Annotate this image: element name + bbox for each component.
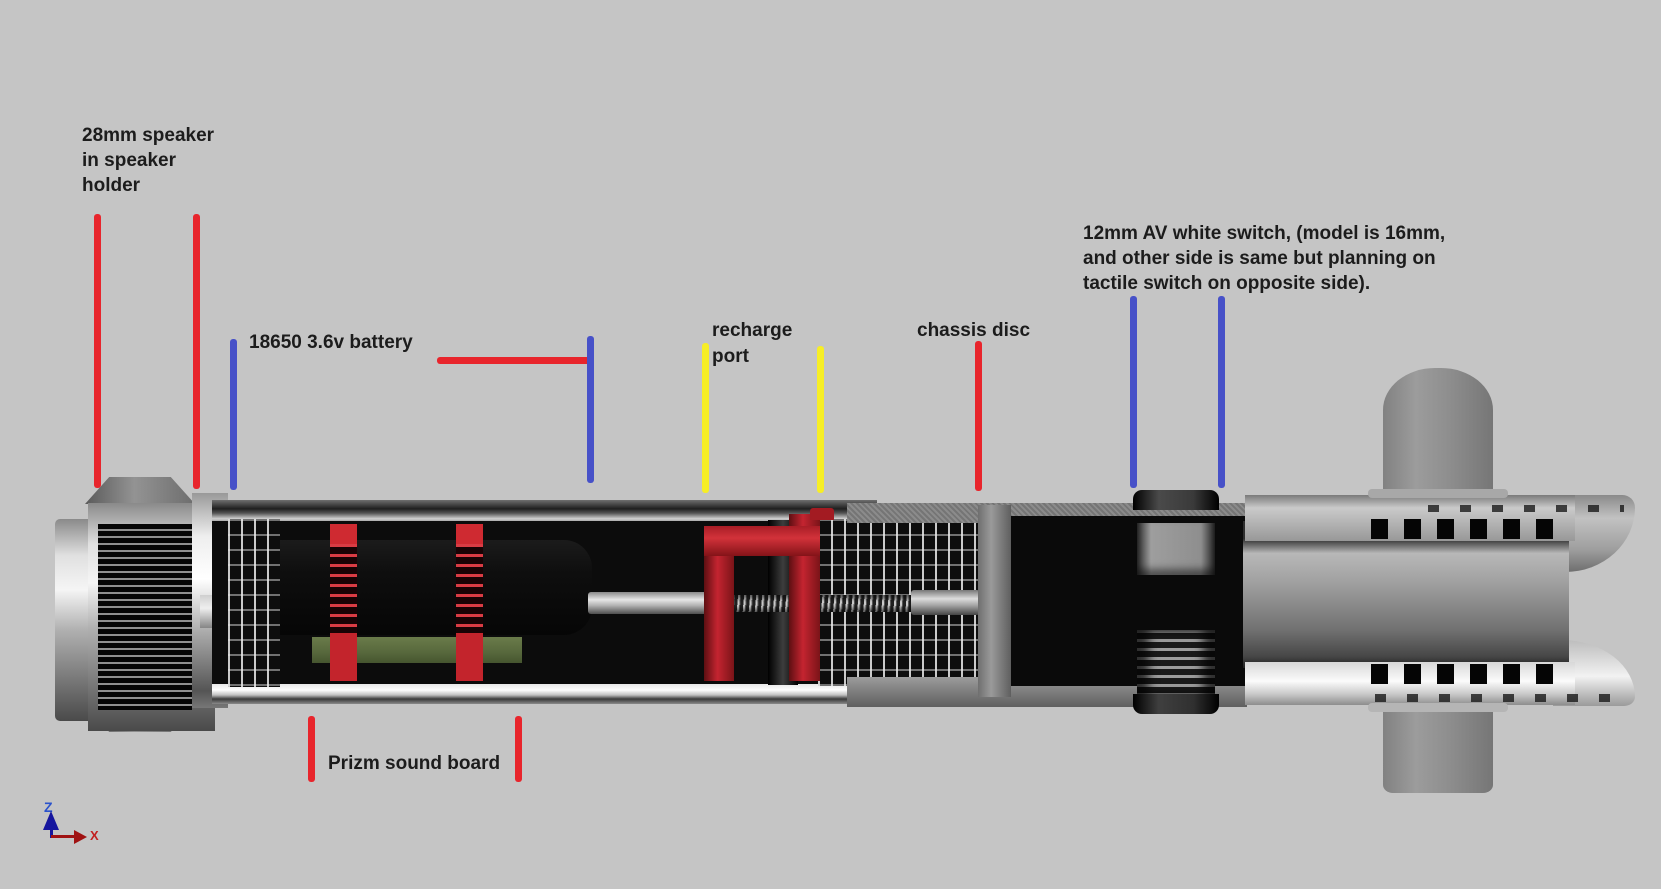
chassis-clip-2: [456, 524, 483, 681]
switch-body-bottom: [1137, 630, 1215, 696]
callout-switch-right: [1218, 296, 1225, 488]
callout-battery-right: [587, 336, 594, 483]
shroud-dashes-top: [1428, 505, 1624, 512]
label-speaker-line1: 28mm speaker: [82, 125, 215, 146]
label-battery-text: 18650 3.6v battery: [249, 332, 413, 353]
emitter-inner-cylinder: [1243, 521, 1569, 668]
chassis-mesh-left: [228, 519, 280, 687]
label-recharge: recharge port: [712, 318, 792, 370]
label-battery: 18650 3.6v battery: [249, 330, 413, 355]
center-rod: [588, 592, 710, 614]
callout-speaker-right: [193, 214, 200, 489]
shroud-vents-bottom: [1371, 664, 1569, 684]
tube-wall-top: [212, 500, 877, 522]
label-switch-line2: and other side is same but planning on: [1083, 248, 1436, 269]
axis-triad: Z X: [30, 795, 110, 855]
chassis-clip-1: [330, 524, 357, 681]
callout-soundboard-left: [308, 716, 315, 782]
callout-chassis-disc: [975, 341, 982, 491]
switch-cap-top: [1133, 490, 1219, 510]
axis-x-label: X: [90, 828, 99, 843]
label-chassis-disc: chassis disc: [917, 318, 1030, 343]
speaker-vent-slats: [98, 524, 192, 710]
recharge-port-tab: [810, 508, 834, 520]
callout-battery-left: [230, 339, 237, 490]
label-recharge-line1: recharge: [712, 320, 793, 341]
axis-x-arrow-icon: [74, 830, 87, 844]
recharge-port-bridge: [704, 526, 820, 556]
battery-18650: [280, 540, 592, 635]
label-soundboard-text: Prizm sound board: [328, 753, 501, 774]
axis-z-label: Z: [44, 799, 53, 815]
callout-recharge-right: [817, 346, 824, 493]
switch-body-top: [1137, 523, 1215, 575]
label-switch: 12mm AV white switch, (model is 16mm, an…: [1083, 221, 1445, 296]
callout-recharge-left: [702, 343, 709, 493]
shroud-dashes-bottom: [1375, 694, 1615, 702]
rod-coupler: [911, 590, 980, 615]
shroud-vents-top: [1371, 519, 1569, 539]
switch-cap-bottom: [1133, 694, 1219, 714]
axis-z-arrow-icon: [43, 811, 59, 830]
callout-battery-pointer: [437, 357, 594, 364]
disc-clamp-bottom: [1368, 703, 1508, 712]
chassis-disc: [978, 505, 1011, 697]
label-speaker-line2: in speaker: [82, 150, 176, 171]
callout-soundboard-right: [515, 716, 522, 782]
label-soundboard: Prizm sound board: [328, 751, 500, 776]
label-switch-line1: 12mm AV white switch, (model is 16mm,: [1083, 223, 1446, 244]
callout-speaker-left: [94, 214, 101, 488]
label-speaker-line3: holder: [82, 175, 141, 196]
label-recharge-line2: port: [712, 346, 749, 367]
axis-z-stem: [50, 827, 53, 838]
tube-wall-bottom: [212, 684, 877, 704]
pommel-fin-top: [85, 477, 195, 504]
label-speaker: 28mm speaker in speaker holder: [82, 123, 214, 198]
disc-clamp-top: [1368, 489, 1508, 498]
label-switch-line3: tactile switch on opposite side).: [1083, 273, 1371, 294]
label-chassis-disc-text: chassis disc: [917, 320, 1031, 341]
callout-switch-left: [1130, 296, 1137, 488]
axis-x-stem: [51, 835, 75, 838]
